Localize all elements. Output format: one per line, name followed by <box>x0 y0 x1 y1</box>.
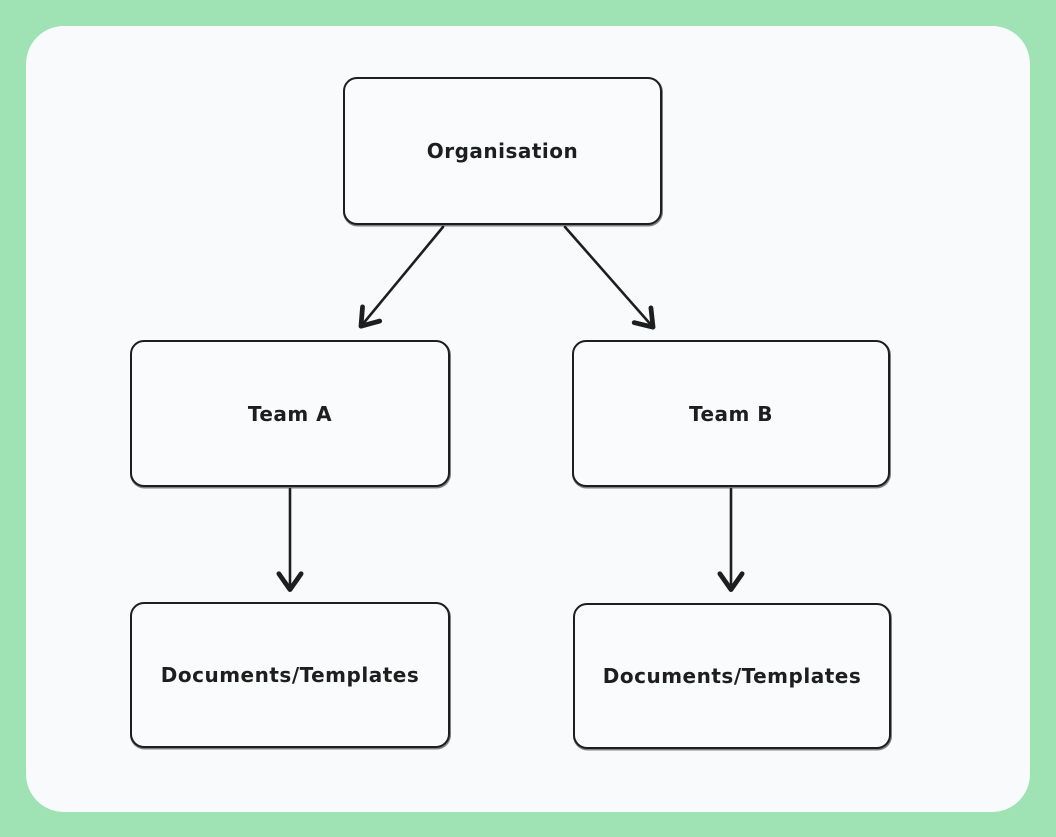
node-organisation-label: Organisation <box>426 139 579 163</box>
node-docs-b-label: Documents/Templates <box>602 664 862 688</box>
node-team-b-label: Team B <box>688 401 774 426</box>
node-documents-templates-a[interactable]: Documents/Templates <box>130 602 450 748</box>
node-docs-a-label: Documents/Templates <box>160 663 420 687</box>
node-documents-templates-b[interactable]: Documents/Templates <box>573 603 891 749</box>
node-organisation[interactable]: Organisation <box>343 77 662 225</box>
node-team-a[interactable]: Team A <box>130 340 450 487</box>
node-team-a-label: Team A <box>247 401 333 426</box>
node-team-b[interactable]: Team B <box>572 340 890 487</box>
